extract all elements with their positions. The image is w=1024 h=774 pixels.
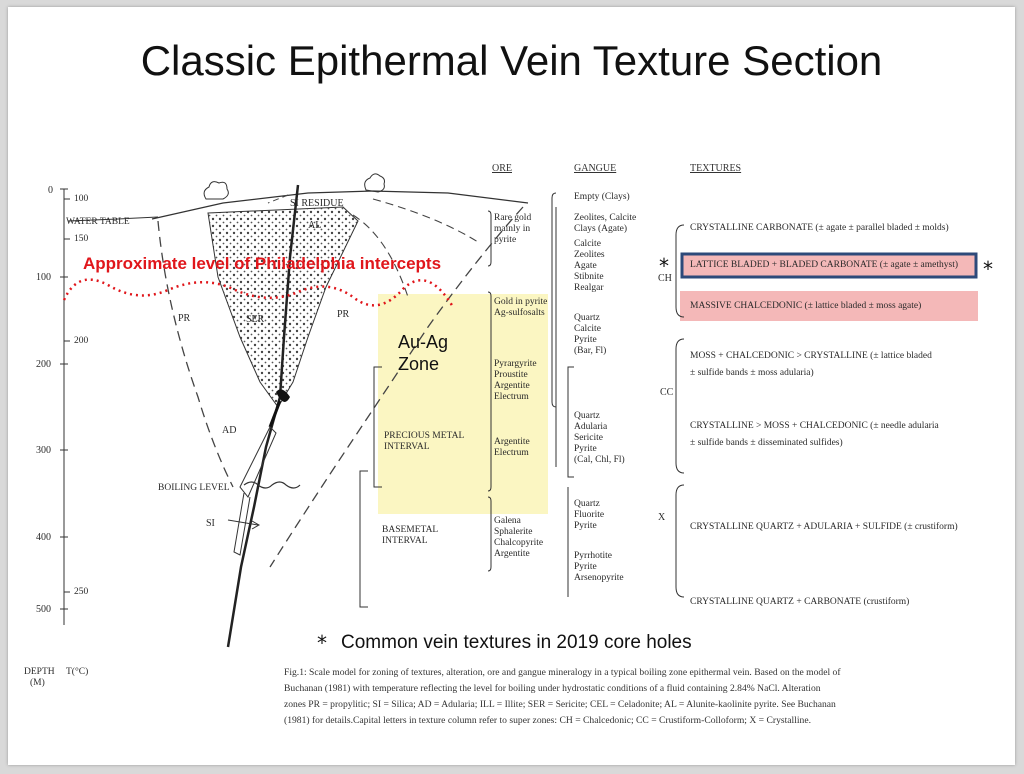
gangue-bracket-1 xyxy=(551,192,557,408)
propylitic-boundary-right xyxy=(269,206,524,568)
texture-crystalline-carbonate: CRYSTALLINE CARBONATE (± agate ± paralle… xyxy=(690,223,949,233)
massive-chalcedonic-highlight xyxy=(680,291,978,321)
texture-massive-chalcedonic: MASSIVE CHALCEDONIC (± lattice bladed ± … xyxy=(690,301,922,311)
asterisk-note: * xyxy=(317,631,327,655)
philadelphia-intercepts-label: Approximate level of Philadelphia interc… xyxy=(83,254,442,273)
gangue-group-1: Empty (Clays) xyxy=(574,192,630,202)
pr-left-label: PR xyxy=(178,313,191,324)
au-ag-zone-label: Au-Ag Zone xyxy=(398,332,449,374)
figure-caption: Fig.1: Scale model for zoning of texture… xyxy=(284,667,841,726)
slide: Classic Epithermal Vein Texture Section xyxy=(8,7,1015,765)
depth-tick-500: 500 xyxy=(36,604,51,615)
texture-quartz-carbonate: CRYSTALLINE QUARTZ + CARBONATE (crustifo… xyxy=(690,597,910,607)
ore-bracket-1 xyxy=(487,210,492,267)
silica-band xyxy=(239,426,277,498)
texture-bracket-x xyxy=(675,484,685,598)
ad-label: AD xyxy=(222,425,237,436)
section-diagram xyxy=(60,173,978,648)
precious-metal-label: PRECIOUS METAL xyxy=(384,431,465,441)
hot-spring-left xyxy=(203,181,229,200)
slide-title: Classic Epithermal Vein Texture Section xyxy=(140,37,883,84)
texture-lattice-bladed: LATTICE BLADED + BLADED CARBONATE (± aga… xyxy=(690,260,959,270)
texture-moss-chalcedonic: MOSS + CHALCEDONIC > CRYSTALLINE (± latt… xyxy=(690,351,932,378)
asterisk-right: * xyxy=(983,257,993,281)
au-ag-zone-box xyxy=(378,294,548,514)
boiling-level-line xyxy=(243,481,301,489)
textures-header: TEXTURES xyxy=(690,163,742,174)
depth-axis-label: DEPTH xyxy=(24,667,55,677)
si-label: SI xyxy=(206,518,215,529)
ser-label: SER xyxy=(246,314,265,325)
superzone-cc: CC xyxy=(660,387,674,398)
pr-right-label: PR xyxy=(337,309,350,320)
depth-tick-100: 100 xyxy=(36,272,51,283)
boiling-level-label: BOILING LEVEL xyxy=(158,483,230,493)
basemetal-interval-label: INTERVAL xyxy=(382,536,428,546)
common-textures-note: Common vein textures in 2019 core holes xyxy=(341,632,692,653)
al-label: AL xyxy=(308,220,322,231)
temp-tick-250: 250 xyxy=(74,587,89,597)
ore-bracket-3 xyxy=(487,496,492,572)
ore-bracket-2 xyxy=(487,291,492,492)
superzone-x: X xyxy=(658,512,666,523)
hot-spring-right xyxy=(364,173,385,193)
depth-tick-0: 0 xyxy=(48,185,53,196)
precious-interval-label: INTERVAL xyxy=(384,442,430,452)
temp-tick-100: 100 xyxy=(74,194,89,204)
si-residue-label: SI RESIDUE xyxy=(290,198,344,209)
adularia-vein xyxy=(276,389,290,402)
sericite-zone xyxy=(207,206,359,408)
texture-crystalline-moss: CRYSTALLINE > MOSS + CHALCEDONIC (± need… xyxy=(690,421,939,448)
depth-tick-400: 400 xyxy=(36,532,51,543)
water-table-line xyxy=(67,216,159,222)
asterisk-left: * xyxy=(659,254,669,278)
lattice-bladed-highlight xyxy=(680,252,978,279)
superzone-ch: CH xyxy=(658,273,672,284)
propylitic-boundary-left xyxy=(157,220,234,488)
ore-header: ORE xyxy=(492,163,512,174)
silica-arrow xyxy=(227,519,259,526)
depth-tick-300: 300 xyxy=(36,445,51,456)
water-table-label: WATER TABLE xyxy=(66,217,130,227)
texture-quartz-adularia: CRYSTALLINE QUARTZ + ADULARIA + SULFIDE … xyxy=(690,522,958,532)
texture-bracket-cc xyxy=(675,338,685,474)
ground-surface xyxy=(151,190,529,220)
gangue-header: GANGUE xyxy=(574,163,617,174)
temp-tick-150: 150 xyxy=(74,234,89,244)
basemetal-label: BASEMETAL xyxy=(382,525,439,535)
texture-bracket-ch xyxy=(675,224,685,318)
temp-tick-200: 200 xyxy=(74,336,89,346)
alunite-boundary xyxy=(352,214,409,298)
temp-axis-label: T(°C) xyxy=(66,667,89,677)
depth-axis-unit: (M) xyxy=(30,678,45,688)
depth-tick-200: 200 xyxy=(36,359,51,370)
